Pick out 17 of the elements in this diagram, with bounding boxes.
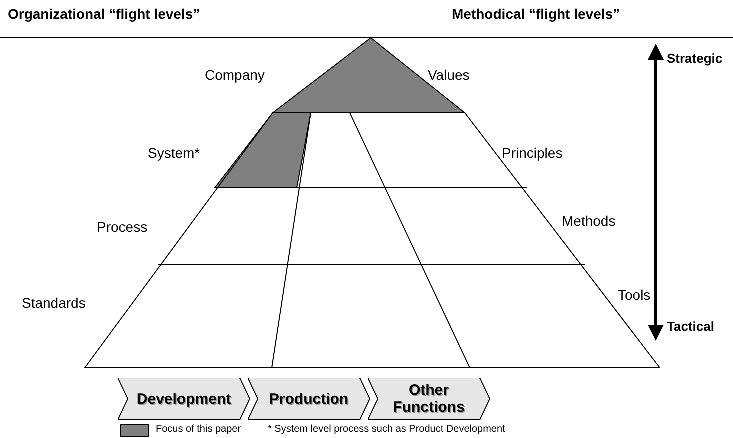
legend-label: Focus of this paper — [156, 424, 242, 435]
chevron-step: Other Functions — [368, 378, 490, 420]
scale-label: Strategic — [667, 51, 723, 66]
level-label: Principles — [502, 145, 563, 161]
level-label: Company — [205, 67, 265, 83]
level-label: Tools — [618, 287, 651, 303]
level-label: Process — [97, 219, 148, 235]
footnote: * System level process such as Product Development — [268, 424, 506, 435]
level-label: Values — [428, 67, 470, 83]
chevron-step: Development — [118, 378, 250, 420]
level-label: Methods — [562, 213, 616, 229]
chevron-step: Production — [248, 378, 370, 420]
level-label: System* — [148, 145, 200, 161]
level-label: Standards — [22, 295, 86, 311]
heading: Organizational “flight levels” — [8, 6, 200, 22]
scale-label: Tactical — [667, 319, 714, 334]
heading: Methodical “flight levels” — [452, 6, 620, 22]
